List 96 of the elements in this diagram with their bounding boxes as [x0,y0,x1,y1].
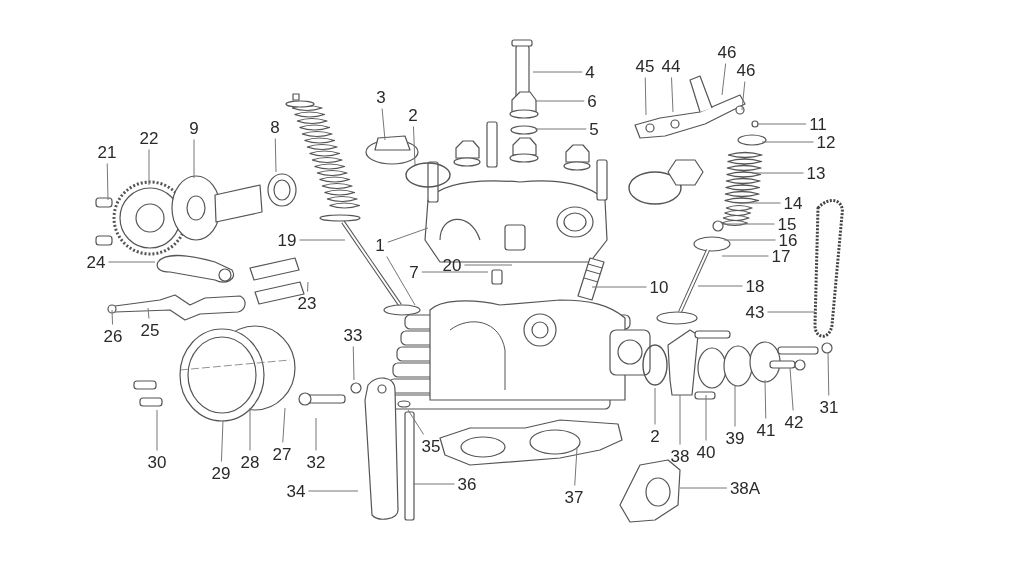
callout-number: 22 [138,128,160,148]
leader-line [111,309,114,325]
leader-line [756,123,807,125]
callout-number: 33 [342,325,364,345]
leader-line [534,100,585,102]
leader-line [705,394,707,441]
leader-line [147,307,150,319]
leader-line [307,490,359,492]
leader-line [421,271,489,273]
leader-line [381,108,386,141]
leader-line [697,285,744,287]
leader-line [764,379,767,419]
leader-line [679,394,681,445]
leader-line [274,138,277,173]
leader-line [721,223,776,225]
callout-number: 40 [695,442,717,462]
callout-number: 36 [456,474,478,494]
callout-number: 25 [139,320,161,340]
callout-number: 28 [239,452,261,472]
callout-number: 11 [808,114,828,134]
leader-line [315,417,317,451]
leader-line [387,227,429,243]
callout-number: 8 [269,117,281,137]
callout-number: 43 [744,302,766,322]
callout-number: 2 [649,426,661,446]
leader-line [671,77,674,113]
callout-number: 7 [408,262,420,282]
callout-number: 6 [586,91,598,111]
leader-line [193,139,195,179]
callout-number: 46 [716,42,738,62]
callout-number: 10 [648,277,670,297]
callout-number: 45 [634,56,656,76]
leader-line [654,387,656,425]
leader-line [739,202,782,204]
leader-line [532,71,583,73]
leader-line [386,256,416,306]
leader-line [282,407,286,443]
callout-number: 46 [735,60,757,80]
leader-line [249,407,251,451]
callout-number: 39 [724,428,746,448]
callout-number: 26 [102,326,124,346]
leader-line [789,367,794,411]
leader-line [574,447,578,486]
leader-line [307,281,309,292]
callout-number: 34 [285,481,307,501]
leader-line [679,487,728,489]
callout-number: 35 [420,436,442,456]
leader-line [766,311,816,313]
callout-number: 23 [296,293,318,313]
callout-number: 19 [276,230,298,250]
leader-line [591,286,648,288]
callout-number: 31 [818,397,840,417]
callout-number: 41 [755,420,777,440]
leader-line [352,346,355,381]
leader-line [751,172,805,174]
callout-number: 4 [584,62,596,82]
callout-number: 18 [744,276,766,296]
leader-line [723,239,777,241]
leader-line [734,384,736,427]
callout-number: 42 [783,412,805,432]
callout-number: 30 [146,452,168,472]
leader-line [463,264,513,266]
leader-line [721,63,727,96]
leader-line [298,239,346,241]
callout-number: 12 [815,132,837,152]
leader-line [534,128,587,130]
callout-number: 38 [669,446,691,466]
callout-number: 32 [305,452,327,472]
leader-line [644,77,647,116]
leader-line [721,255,770,257]
callout-number: 2 [407,105,419,125]
callout-number: 24 [85,252,107,272]
leader-line [220,419,224,462]
callout-number: 9 [188,118,200,138]
leader-line [156,409,158,451]
callout-number: 27 [271,444,293,464]
callout-number: 14 [782,193,804,213]
leader-line [761,141,815,143]
callout-number: 3 [375,87,387,107]
leader-line [106,163,109,201]
leader-line [412,126,416,166]
leader-line [827,351,830,396]
callout-number: 44 [660,56,682,76]
leader-line [148,149,150,186]
callout-number: 1 [374,235,386,255]
callout-number: 13 [805,163,827,183]
callout-number: 37 [563,487,585,507]
callout-number: 20 [441,255,463,275]
callout-number: 38A [728,478,762,498]
callout-number: 29 [210,463,232,483]
callout-number: 21 [96,142,118,162]
leader-line [107,261,156,263]
leader-line [741,81,746,111]
leader-line [412,483,456,485]
leader-line [407,409,425,435]
callout-number: 5 [588,119,600,139]
